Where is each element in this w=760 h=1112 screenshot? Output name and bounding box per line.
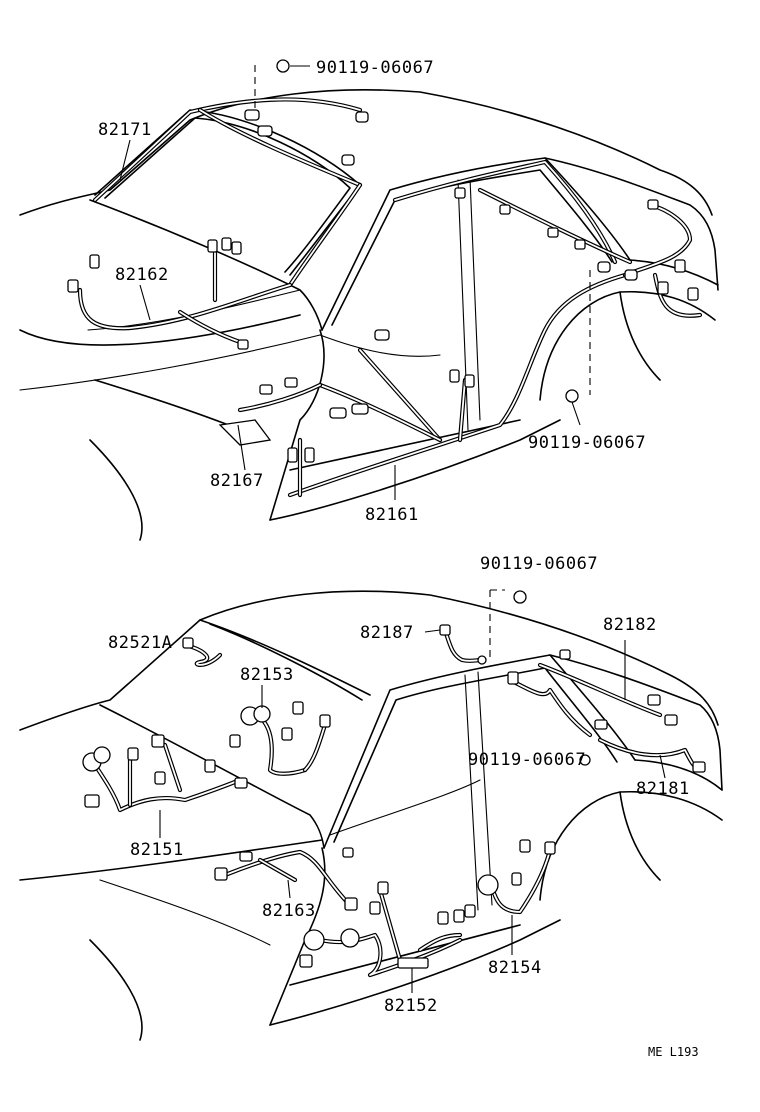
label-82154: 82154 bbox=[488, 958, 542, 978]
label-82163: 82163 bbox=[262, 901, 316, 921]
label-bolt-top: 90119-06067 bbox=[316, 58, 434, 78]
bottom-wiring bbox=[92, 627, 703, 978]
label-bolt-rear: 90119-06067 bbox=[528, 433, 646, 453]
bottom-bolts bbox=[477, 589, 591, 766]
label-82152: 82152 bbox=[384, 996, 438, 1016]
label-82167: 82167 bbox=[210, 471, 264, 491]
label-82171: 82171 bbox=[98, 120, 152, 140]
label-82181: 82181 bbox=[636, 779, 690, 799]
top-connectors bbox=[67, 109, 699, 463]
top-leaders bbox=[119, 139, 396, 500]
label-82521a: 82521A bbox=[108, 633, 172, 653]
label-82151: 82151 bbox=[130, 840, 184, 860]
label-82187: 82187 bbox=[360, 623, 414, 643]
label-bottom-bolt-mid: 90119-06067 bbox=[468, 750, 586, 770]
label-82153: 82153 bbox=[240, 665, 294, 685]
label-82182: 82182 bbox=[603, 615, 657, 635]
top-bolts bbox=[254, 59, 591, 426]
label-82161: 82161 bbox=[365, 505, 419, 525]
top-car-body bbox=[19, 89, 719, 541]
label-bottom-bolt-top: 90119-06067 bbox=[480, 554, 598, 574]
bottom-car-body bbox=[19, 590, 723, 1041]
bottom-labels: 90119-06067 82521A 82187 82182 82153 901… bbox=[108, 554, 690, 1016]
top-labels: 90119-06067 82171 82162 90119-06067 8216… bbox=[98, 58, 646, 525]
bottom-connectors bbox=[82, 624, 706, 969]
figure-code: ME L193 bbox=[648, 1045, 699, 1059]
label-82162: 82162 bbox=[115, 265, 169, 285]
top-wiring bbox=[77, 97, 703, 498]
bottom-leaders bbox=[159, 629, 666, 993]
